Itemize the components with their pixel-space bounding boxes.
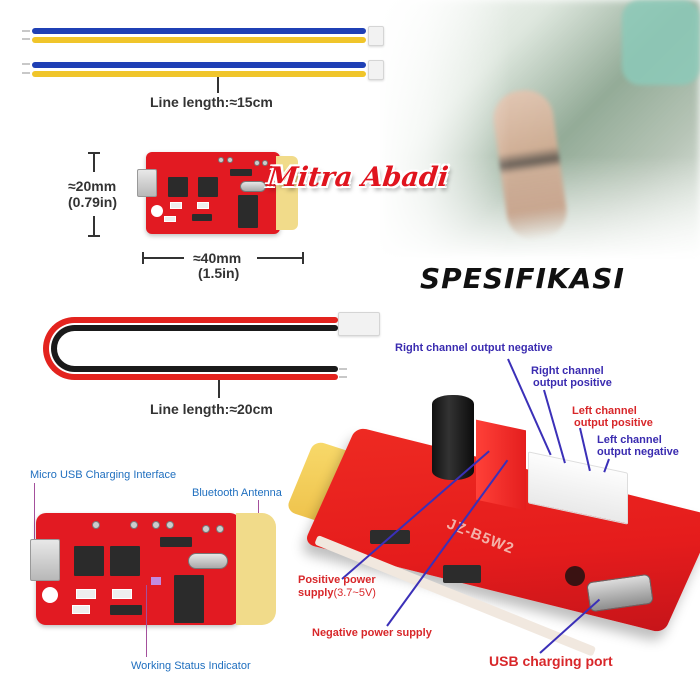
leader-status-led [146, 585, 147, 657]
smd [164, 216, 176, 222]
leader-micro-usb [34, 483, 35, 539]
via [227, 157, 233, 163]
left-channel-positive-label-2: output positive [574, 417, 653, 429]
smd [76, 589, 96, 599]
via [166, 521, 174, 529]
smd [197, 202, 209, 209]
module-height-label: ≈20mm [68, 178, 117, 194]
crystal [188, 553, 228, 569]
electrolytic-capacitor [432, 395, 474, 480]
smd [72, 605, 90, 614]
diode-2 [192, 214, 212, 221]
antenna-annotation: Bluetooth Antenna [192, 487, 282, 499]
dim-line-right [257, 257, 304, 259]
power-wire-black-loop [51, 325, 113, 372]
module-width-label: ≈40mm [193, 250, 242, 266]
background-capacitor [622, 0, 700, 85]
dim-tick-bottom [88, 235, 100, 237]
negative-power-label: Negative power supply [312, 627, 432, 639]
amp-chip-2 [110, 546, 140, 576]
micro-usb-port [137, 169, 157, 197]
via [152, 521, 160, 529]
amp-chip-1 [168, 177, 188, 197]
right-channel-negative-label: Right channel output negative [395, 342, 553, 354]
wire-tip [22, 38, 30, 40]
power-socket-red [476, 419, 526, 511]
dim-line-left [142, 257, 184, 259]
speaker-connector-2 [368, 60, 384, 80]
diode-ss14 [160, 537, 192, 547]
dim-tick-right [302, 252, 304, 264]
board3d-underside-chip-2 [443, 565, 481, 583]
diode-2 [110, 605, 142, 615]
wire-tip [22, 30, 30, 32]
wire-tip [339, 376, 347, 378]
positive-power-label-2: supply(3.7~5V) [298, 587, 376, 599]
bluetooth-chip [174, 575, 204, 623]
via [262, 160, 268, 166]
power-wire-black-bottom [110, 366, 338, 372]
speaker-wire-blue-2 [32, 62, 366, 68]
amp-chip-2 [198, 177, 218, 197]
right-channel-positive-label-1: Right channel [531, 365, 604, 377]
power-connector [338, 312, 380, 336]
module-pcb-image [137, 152, 298, 234]
via [130, 521, 138, 529]
diode [230, 169, 252, 176]
leader-right-pos [543, 389, 566, 464]
power-wire-red-top [110, 317, 338, 323]
power-wire-red-bottom [110, 374, 338, 380]
smd [112, 589, 132, 599]
wire-tip [22, 63, 30, 65]
positive-power-label-1: Positive power [298, 574, 376, 586]
via [92, 521, 100, 529]
left-channel-negative-label-1: Left channel [597, 434, 662, 446]
via [254, 160, 260, 166]
micro-usb-port [30, 539, 60, 581]
dim-line-top [93, 152, 95, 172]
module-width-inch: (1.5in) [198, 265, 240, 281]
usb-charging-port-label: USB charging port [489, 653, 613, 669]
board3d-mounting-hole [565, 566, 585, 586]
status-led [151, 577, 161, 585]
speaker-wire-yellow-1 [32, 37, 366, 43]
status-led-annotation: Working Status Indicator [131, 660, 251, 672]
background-fade [370, 0, 510, 260]
positive-power-label-supply: supply [298, 587, 334, 599]
crystal [240, 181, 266, 192]
power-wire-red-loop [43, 317, 113, 380]
via [202, 525, 210, 533]
wire-tip [22, 72, 30, 74]
positive-power-voltage: (3.7~5V) [333, 587, 376, 599]
via [216, 525, 224, 533]
power-wire-black-top [110, 325, 338, 331]
speaker-wire-length-label: Line length:≈15cm [150, 94, 273, 110]
mounting-hole [42, 587, 58, 603]
brand-watermark: Mitra Abadi [266, 162, 450, 193]
bluetooth-chip [238, 195, 258, 228]
speaker-connector-1 [368, 26, 384, 46]
micro-usb-annotation: Micro USB Charging Interface [30, 469, 177, 481]
via [218, 157, 224, 163]
dim-line-bottom [93, 216, 95, 236]
length-pointer [218, 380, 220, 398]
module-height-inch: (0.79in) [68, 194, 118, 210]
speaker-wire-blue-1 [32, 28, 366, 34]
top-view-pcb-image [30, 513, 276, 625]
speaker-wire-yellow-2 [32, 71, 366, 77]
power-wire-length-label: Line length:≈20cm [150, 401, 273, 417]
mounting-hole [151, 205, 163, 217]
antenna-pad [276, 156, 298, 230]
length-pointer [217, 77, 219, 93]
page-title: SPESIFIKASI [420, 262, 625, 295]
amp-chip-1 [74, 546, 104, 576]
right-channel-positive-label-2: output positive [533, 377, 612, 389]
left-channel-negative-label-2: output negative [597, 446, 679, 458]
wire-tip [339, 368, 347, 370]
bluetooth-antenna-pad [236, 513, 276, 625]
smd [170, 202, 182, 209]
left-channel-positive-label-1: Left channel [572, 405, 637, 417]
